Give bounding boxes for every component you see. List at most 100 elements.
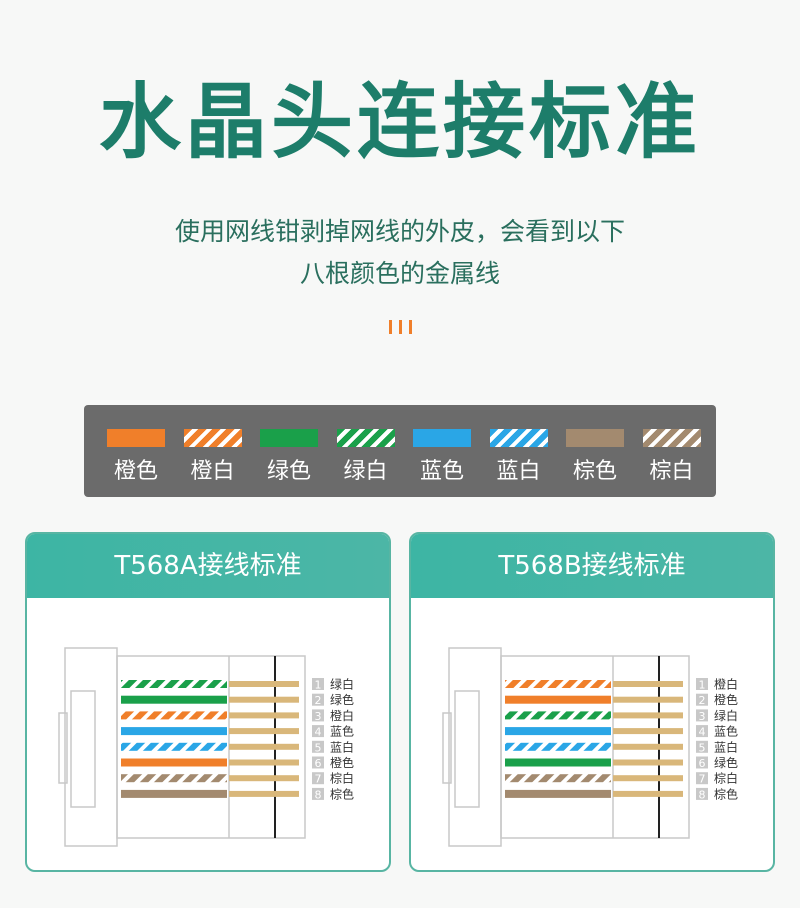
- pin-label: 棕白: [714, 771, 738, 786]
- pin-label: 棕色: [330, 786, 354, 801]
- gold-contact: [229, 775, 299, 782]
- gold-contact: [229, 712, 299, 719]
- pin-number-box: [696, 725, 708, 738]
- pin-label: 橙白: [330, 708, 354, 723]
- wire-pin-7: [121, 774, 227, 783]
- legend-label: 蓝白: [496, 459, 541, 484]
- pin-number: 4: [699, 726, 706, 739]
- pin-number-box: [312, 756, 324, 769]
- pin-label: 绿白: [714, 708, 738, 723]
- pin-number: 8: [699, 788, 706, 801]
- pin-number: 3: [699, 710, 706, 723]
- pin-label: 蓝色: [714, 725, 738, 739]
- pin-number-box: [696, 772, 708, 785]
- gold-contact: [229, 790, 299, 797]
- legend-label: 棕色: [572, 459, 617, 484]
- gold-contact: [613, 775, 683, 782]
- wire-pin-5: [121, 742, 227, 751]
- pin-number: 7: [315, 773, 322, 786]
- wire-pin-4: [121, 727, 227, 736]
- legend-label: 棕白: [649, 459, 694, 484]
- pin-label: 橙白: [714, 677, 738, 692]
- pin-number: 6: [699, 757, 706, 770]
- gold-contact: [229, 743, 299, 750]
- gold-contact: [613, 696, 683, 703]
- legend-swatch: [107, 429, 165, 447]
- gold-contact: [613, 681, 683, 687]
- wire-pin-3: [505, 711, 611, 720]
- subtitle-line-1: 使用网线钳剥掉网线的外皮，会看到以下: [174, 217, 625, 246]
- wire-pin-7: [505, 774, 611, 783]
- wire-pin-1: [505, 680, 611, 688]
- wire-pin-1: [121, 680, 227, 688]
- pin-number-box: [312, 709, 324, 722]
- legend-swatch: [183, 429, 242, 447]
- subtitle-line-2: 八根颜色的金属线: [299, 259, 500, 288]
- legend-swatch: [642, 429, 701, 447]
- pin-number: 2: [699, 694, 706, 707]
- panel-t568a-title: T568A接线标准: [27, 534, 389, 598]
- pin-number-box: [312, 693, 324, 706]
- pin-number-box: [696, 693, 708, 706]
- gold-contact: [613, 728, 683, 735]
- pin-label: 蓝色: [330, 725, 354, 739]
- pin-number-box: [696, 756, 708, 769]
- legend-label: 绿白: [343, 459, 388, 484]
- pin-label: 棕色: [714, 786, 738, 801]
- pin-number: 5: [315, 741, 322, 754]
- legend-swatch: [566, 429, 624, 447]
- pin-number: 2: [315, 694, 322, 707]
- pin-number: 7: [699, 773, 706, 786]
- legend-swatch: [413, 429, 471, 447]
- legend-label: 绿色: [266, 459, 311, 484]
- pin-number: 3: [315, 710, 322, 723]
- wire-pin-4: [505, 727, 611, 736]
- pin-number-box: [312, 725, 324, 738]
- gold-contact: [613, 759, 683, 766]
- pin-number-box: [696, 787, 708, 800]
- legend-swatch: [489, 429, 548, 447]
- color-legend: 橙色 橙白 绿色 绿白 蓝色 蓝白 棕色 棕白: [84, 405, 716, 497]
- pin-label: 橙色: [714, 692, 738, 707]
- wire-pin-6: [505, 758, 611, 767]
- pin-label: 绿色: [714, 755, 738, 770]
- wire-pin-8: [505, 789, 611, 798]
- wire-pin-8: [121, 789, 227, 798]
- pin-number-box: [696, 678, 708, 690]
- panel-t568b-title: T568B接线标准: [411, 534, 773, 598]
- pin-number: 4: [315, 726, 322, 739]
- gold-contact: [229, 759, 299, 766]
- gold-contact: [613, 790, 683, 797]
- pin-label: 蓝白: [714, 739, 738, 754]
- pin-number-box: [312, 787, 324, 800]
- legend-swatch: [260, 429, 318, 447]
- pin-number: 1: [315, 679, 322, 692]
- pin-number: 8: [315, 788, 322, 801]
- pin-number-box: [696, 740, 708, 753]
- pin-number: 6: [315, 757, 322, 770]
- wire-pin-6: [121, 758, 227, 767]
- pin-label: 蓝白: [330, 739, 354, 754]
- pin-number: 1: [699, 679, 706, 692]
- pin-number-box: [312, 740, 324, 753]
- legend-label: 橙色: [113, 459, 158, 484]
- pin-number-box: [312, 772, 324, 785]
- gold-contact: [229, 728, 299, 735]
- pin-label: 棕白: [330, 771, 354, 786]
- legend-label: 蓝色: [419, 459, 464, 484]
- page-title: 水晶头连接标准: [98, 75, 701, 170]
- wire-pin-5: [505, 742, 611, 751]
- divider-mark-icon: [389, 320, 412, 334]
- wire-pin-2: [121, 695, 227, 704]
- pin-number-box: [696, 709, 708, 722]
- wire-pin-2: [505, 695, 611, 704]
- legend-label: 橙白: [190, 459, 235, 484]
- pin-number: 5: [699, 741, 706, 754]
- gold-contact: [613, 712, 683, 719]
- pin-label: 绿白: [330, 677, 354, 692]
- gold-contact: [613, 743, 683, 750]
- pin-number-box: [312, 678, 324, 690]
- t568b-connector-diagram: 1 橙白 2 橙色 3 绿白 4 蓝色 5 蓝白 6 绿色 7 棕白 8 棕色: [442, 647, 738, 847]
